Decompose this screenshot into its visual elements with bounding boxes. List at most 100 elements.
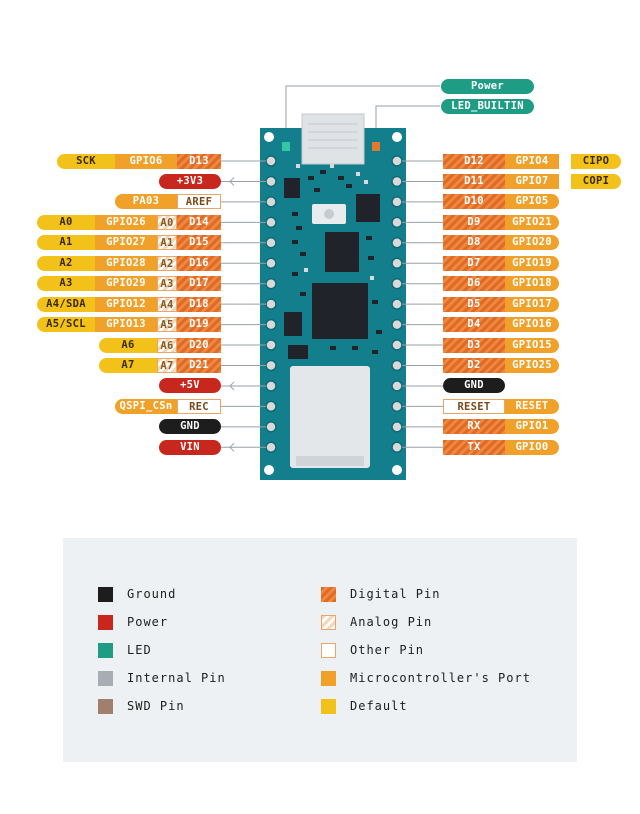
left-pin-5-analog: A2 bbox=[157, 255, 177, 271]
left-pin-9-default: A6 bbox=[99, 337, 157, 353]
legend-label: Power bbox=[127, 615, 169, 629]
mount-hole bbox=[264, 465, 274, 475]
pin-pad bbox=[391, 400, 403, 413]
pin-pad bbox=[391, 277, 403, 290]
legend-swatch-led bbox=[98, 642, 113, 658]
right-pin-4-digital: D8 bbox=[443, 235, 505, 251]
legend-label: Internal Pin bbox=[127, 671, 226, 685]
right-pin-12-other: RESET bbox=[443, 398, 505, 414]
right-pin-12-port: RESET bbox=[505, 398, 559, 414]
mount-hole bbox=[264, 132, 274, 142]
pin-pad bbox=[265, 175, 277, 188]
left-pin-3-port: GPIO26 bbox=[95, 214, 157, 230]
right-pin-3-port: GPIO21 bbox=[505, 214, 559, 230]
imu-chip bbox=[325, 232, 359, 272]
left-pin-4-digital: D15 bbox=[177, 235, 221, 251]
right-pin-2-digital: D10 bbox=[443, 194, 505, 210]
usb-connector bbox=[301, 113, 365, 165]
left-pin-2-port: PA03 bbox=[115, 194, 177, 210]
left-pin-3-digital: D14 bbox=[177, 214, 221, 230]
builtin-led bbox=[372, 142, 380, 151]
pin-pad bbox=[391, 175, 403, 188]
right-pin-4-port: GPIO20 bbox=[505, 235, 559, 251]
right-pin-7-port: GPIO17 bbox=[505, 296, 559, 312]
pin-pad bbox=[391, 216, 403, 229]
left-pin-12-other: REC bbox=[177, 398, 221, 414]
left-pin-10-default: A7 bbox=[99, 358, 157, 373]
wifi-module bbox=[290, 366, 370, 468]
legend-swatch-analog bbox=[321, 614, 336, 630]
pin-pad bbox=[265, 277, 277, 290]
legend-item-led: LED bbox=[98, 642, 152, 658]
legend-label: SWD Pin bbox=[127, 699, 185, 713]
pin-pad bbox=[391, 380, 403, 392]
pin-pad bbox=[391, 155, 403, 167]
power-led bbox=[282, 142, 290, 151]
left-pin-10-digital: D21 bbox=[177, 358, 221, 373]
right-pin-14-port: GPIO0 bbox=[505, 439, 559, 455]
pin-pad bbox=[391, 441, 403, 454]
pin-pad bbox=[391, 237, 403, 249]
pin-pad bbox=[391, 318, 403, 331]
legend-swatch-other bbox=[321, 642, 336, 658]
pin-pad bbox=[391, 298, 403, 310]
right-pin-9-port: GPIO15 bbox=[505, 337, 559, 353]
left-pin-8-analog: A5 bbox=[157, 317, 177, 333]
left-pin-10-analog: A7 bbox=[157, 358, 177, 373]
left-pin-14-power: VIN bbox=[159, 439, 221, 455]
pin-pad bbox=[265, 318, 277, 331]
pin-pad bbox=[265, 421, 277, 433]
pin-pad bbox=[265, 216, 277, 229]
legend-swatch-port bbox=[321, 670, 336, 686]
power-arrow bbox=[229, 381, 235, 391]
left-pin-3-default: A0 bbox=[37, 214, 95, 230]
legend-item-analog: Analog Pin bbox=[321, 614, 432, 630]
pin-pad bbox=[265, 441, 277, 454]
pin-pad bbox=[391, 339, 403, 351]
legend-item-default: Default bbox=[321, 698, 408, 714]
left-pin-8-digital: D19 bbox=[177, 317, 221, 333]
left-pin-3-analog: A0 bbox=[157, 214, 177, 230]
top-label-led-builtin: LED_BUILTIN bbox=[441, 98, 534, 114]
legend-label: Other Pin bbox=[350, 643, 425, 657]
right-pin-5-digital: D7 bbox=[443, 255, 505, 271]
flash-chip bbox=[284, 312, 302, 336]
left-pin-2-other: AREF bbox=[177, 194, 221, 210]
mount-hole bbox=[392, 465, 402, 475]
right-pin-6-port: GPIO18 bbox=[505, 276, 559, 292]
left-pin-6-default: A3 bbox=[37, 276, 95, 292]
left-pin-7-port: GPIO12 bbox=[95, 296, 157, 312]
legend-item-digital: Digital Pin bbox=[321, 586, 440, 602]
legend-label: LED bbox=[127, 643, 152, 657]
left-pin-7-digital: D18 bbox=[177, 296, 221, 312]
legend-item-port: Microcontroller's Port bbox=[321, 670, 531, 686]
legend-label: Ground bbox=[127, 587, 177, 601]
right-pin-1-digital: D11 bbox=[443, 173, 505, 189]
left-pin-6-analog: A3 bbox=[157, 276, 177, 292]
pin-pad bbox=[265, 400, 277, 413]
legend-item-power: Power bbox=[98, 614, 168, 630]
left-pin-6-digital: D17 bbox=[177, 276, 221, 292]
pin-pad bbox=[265, 339, 277, 351]
pin-pad bbox=[391, 421, 403, 433]
legend-label: Digital Pin bbox=[350, 587, 441, 601]
left-pin-12-port: QSPI_CSn bbox=[115, 398, 177, 414]
left-pin-0-port: GPIO6 bbox=[115, 153, 177, 169]
right-pin-13-port: GPIO1 bbox=[505, 419, 559, 435]
legend-swatch-ground bbox=[98, 586, 113, 602]
left-pin-0-digital: D13 bbox=[177, 153, 221, 169]
right-pin-11-ground: GND bbox=[443, 378, 505, 394]
top-label-power: Power bbox=[441, 78, 534, 94]
regulator-chip bbox=[284, 178, 300, 198]
right-pin-8-digital: D4 bbox=[443, 317, 505, 333]
left-pin-5-digital: D16 bbox=[177, 255, 221, 271]
mount-hole bbox=[392, 132, 402, 142]
legend-label: Analog Pin bbox=[350, 615, 433, 629]
pin-pad bbox=[391, 196, 403, 208]
pin-pad bbox=[265, 237, 277, 249]
right-pin-0-default: CIPO bbox=[571, 153, 621, 169]
legend-swatch-digital bbox=[321, 586, 336, 602]
legend-item-other: Other Pin bbox=[321, 642, 424, 658]
